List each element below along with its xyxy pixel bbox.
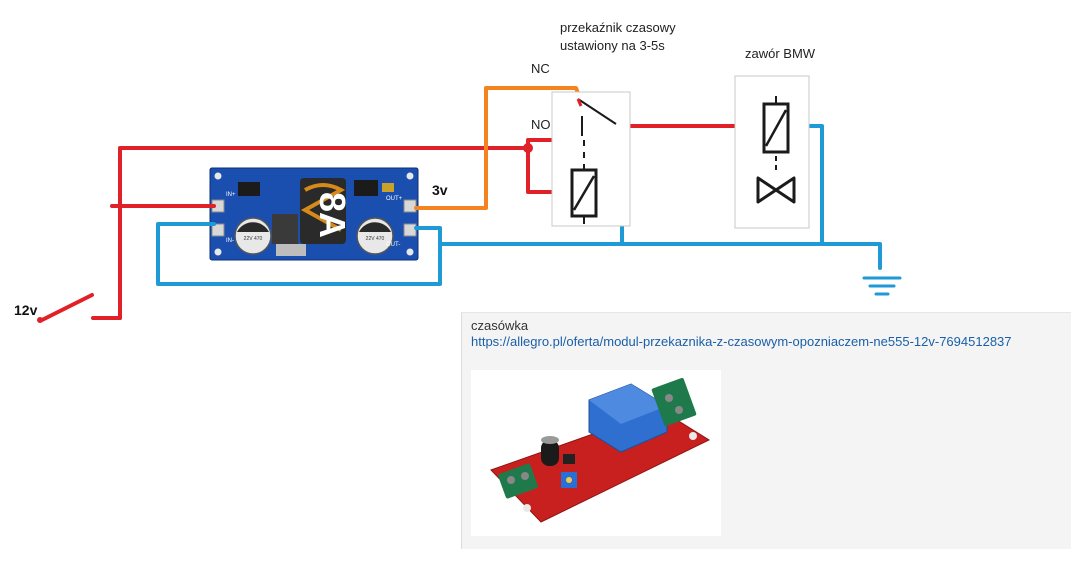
note-title: czasówka [471,318,529,333]
relay-module-photo [471,370,721,536]
no-contact-label: NO [531,117,551,132]
converter-right-cap-marking: 22V 470 [366,236,385,242]
switch-contact [37,317,43,323]
relay-title-line1: przekaźnik czasowy [560,20,676,35]
note-link[interactable]: https://allegro.pl/oferta/modul-przekazn… [471,334,1012,349]
nc-contact-label: NC [531,61,550,76]
valve-title-label: zawór BMW [745,46,816,61]
input-switch [40,293,94,322]
attachment-note: czasówka https://allegro.pl/oferta/modul… [461,312,1071,549]
timer-relay [551,91,631,227]
relay-contact-blade [577,98,617,125]
relay-title-line2: ustawiony na 3-5s [560,38,665,53]
buck-converter-board: 8A IN+ IN- OUT+ OUT- 22V 470 22V 470 [209,167,419,261]
wire-junction [523,143,533,153]
valve-icon [756,176,796,204]
bmw-valve [734,75,810,229]
positive-wires [91,122,768,320]
ground-icon [862,276,902,296]
converter-in-minus-marking: IN- [226,238,234,244]
converter-left-cap-marking: 22V 470 [244,236,263,242]
converter-out-minus-marking: OUT- [386,242,400,248]
converter-big-marking: 8A [312,192,353,238]
converter-in-plus-marking: IN+ [226,192,236,198]
converter-out-plus-marking: OUT+ [386,196,403,202]
input-voltage-label: 12v [14,302,38,318]
relay-module-illustration [490,377,711,523]
output-voltage-label: 3v [432,182,448,198]
